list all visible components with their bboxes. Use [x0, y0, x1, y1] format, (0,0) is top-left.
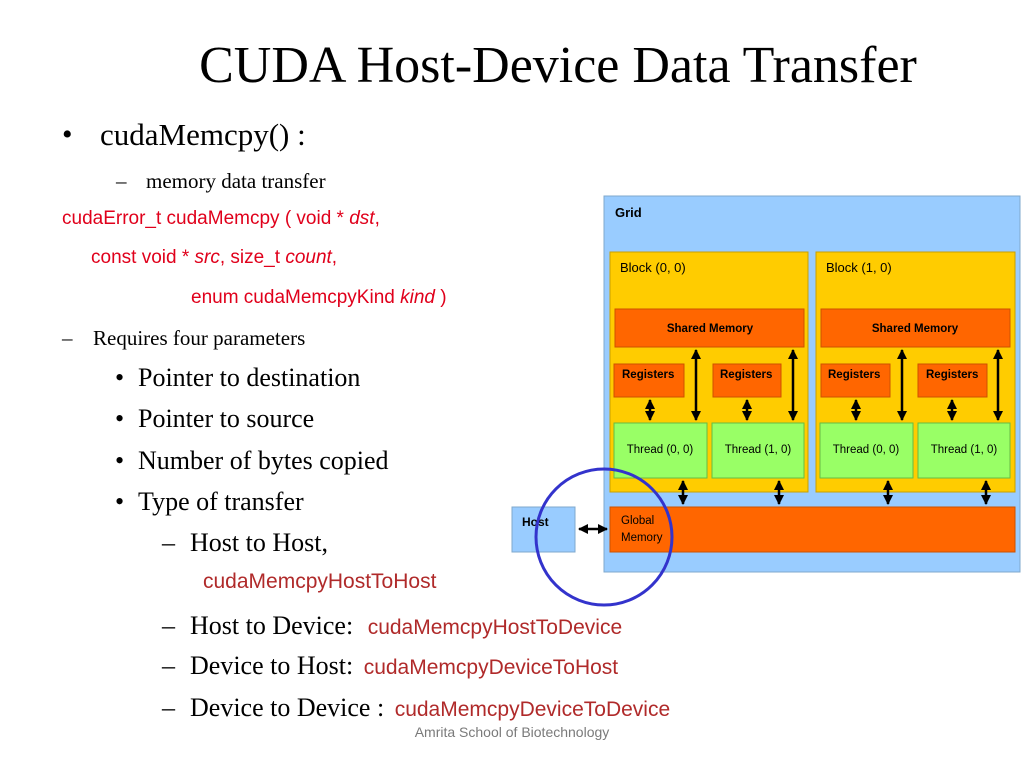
shared-memory-label: Shared Memory: [667, 323, 754, 335]
kind-label: Device to Host:: [190, 651, 360, 680]
highlight-circle: [534, 467, 674, 607]
sig-3c: ): [434, 287, 447, 308]
thread-label: Thread (1, 0): [931, 444, 998, 456]
sig-1a: cudaError_t cudaMemcpy ( void *: [62, 208, 350, 229]
footer-text: Amrita School of Biotechnology: [414, 724, 610, 740]
kind-value: cudaMemcpyDeviceToDevice: [394, 698, 671, 721]
param-item: Pointer to destination: [138, 363, 361, 392]
kind-value: cudaMemcpyDeviceToHost: [363, 656, 619, 679]
sig-dst: dst: [349, 208, 375, 229]
bullet-marker: •: [115, 363, 125, 392]
registers-label: Registers: [622, 369, 674, 381]
signature-line-2: const void * src, size_t count,: [91, 247, 337, 269]
sig-src: src: [194, 247, 220, 268]
global-memory-label-1: Global: [621, 515, 654, 527]
param-item: Pointer to source: [138, 404, 315, 433]
registers-label: Registers: [926, 369, 978, 381]
sig-count: count: [285, 247, 332, 268]
signature-line-3: enum cudaMemcpyKind kind ): [191, 287, 447, 309]
global-memory: [609, 506, 1016, 553]
sig-2e: ,: [331, 247, 338, 268]
dash-marker: –: [162, 693, 175, 722]
thread-box: [819, 422, 914, 479]
slide-title: CUDA Host-Device Data Transfer: [199, 37, 917, 94]
thread-label: Thread (0, 0): [627, 444, 694, 456]
registers-box: [820, 363, 891, 398]
kind-label: Host to Host,: [190, 528, 328, 557]
sig-3a: enum cudaMemcpyKind: [191, 287, 401, 308]
shared-memory: [614, 308, 805, 348]
kind-value: cudaMemcpyHostToDevice: [367, 616, 623, 639]
thread-box: [613, 422, 708, 479]
dash-marker: –: [62, 326, 73, 350]
kind-row: Device to Host: cudaMemcpyDeviceToHost: [190, 651, 618, 681]
block-label: Block (0, 0): [620, 260, 686, 275]
kind-value: cudaMemcpyHostToHost: [203, 570, 437, 593]
registers-box: [613, 363, 685, 398]
grid-label: Grid: [615, 205, 642, 220]
registers-label: Registers: [828, 369, 880, 381]
dash-marker: –: [162, 611, 175, 640]
kind-row: Host to Device: cudaMemcpyHostToDevice: [190, 611, 622, 641]
sig-2a: const void *: [91, 247, 195, 268]
param-item: Number of bytes copied: [138, 446, 389, 475]
registers-box: [712, 363, 782, 398]
thread-label: Thread (0, 0): [833, 444, 900, 456]
bullet-marker: •: [62, 118, 73, 151]
dash-marker: –: [162, 651, 175, 680]
sig-2c: , size_t: [219, 247, 286, 268]
bullet-cudamemcpy: cudaMemcpy() :: [100, 117, 306, 152]
registers-label: Registers: [720, 369, 772, 381]
host-box: [511, 506, 576, 553]
dash-marker: –: [116, 169, 127, 193]
bullet-marker: •: [115, 487, 125, 516]
kind-row: Device to Device : cudaMemcpyDeviceToDev…: [190, 693, 670, 723]
thread-box: [711, 422, 805, 479]
kind-label: Host to Device:: [190, 611, 360, 640]
host-label: Host: [522, 515, 549, 529]
thread-label: Thread (1, 0): [725, 444, 792, 456]
shared-memory-label: Shared Memory: [872, 323, 959, 335]
kind-label: Device to Device :: [190, 693, 391, 722]
sig-kind: kind: [400, 287, 435, 308]
sig-1c: ,: [374, 208, 380, 229]
param-item: Type of transfer: [138, 487, 304, 516]
sub-memory-transfer: memory data transfer: [146, 169, 326, 193]
dash-marker: –: [162, 528, 175, 557]
signature-line-1: cudaError_t cudaMemcpy ( void * dst,: [62, 208, 380, 230]
bullet-marker: •: [115, 404, 125, 433]
arrows: [578, 349, 1003, 534]
registers-box: [917, 363, 988, 398]
requires-text: Requires four parameters: [93, 326, 306, 350]
shared-memory: [820, 308, 1011, 348]
thread-box: [917, 422, 1011, 479]
bullet-marker: •: [115, 446, 125, 475]
block-label: Block (1, 0): [826, 260, 892, 275]
global-memory-label-2: Memory: [621, 532, 663, 544]
